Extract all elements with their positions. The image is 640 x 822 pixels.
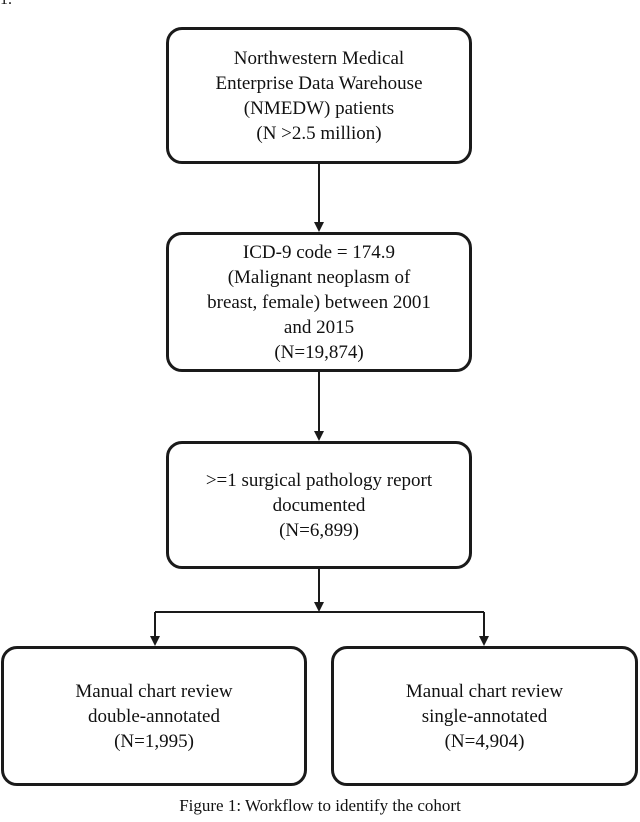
box-pathology-report: >=1 surgical pathology report documented…: [166, 441, 472, 569]
figure-caption: Figure 1: Workflow to identify the cohor…: [179, 796, 461, 815]
box-double-annotated: Manual chart review double-annotated (N=…: [1, 646, 307, 786]
box-line: >=1 surgical pathology report: [205, 469, 433, 491]
box-line: single-annotated: [421, 705, 548, 727]
box-line: double-annotated: [88, 705, 220, 727]
box-line: breast, female) between 2001: [207, 291, 431, 313]
box-line: (N >2.5 million): [256, 122, 382, 144]
box-line: Manual chart review: [405, 680, 564, 702]
box-icd-code-filter: ICD-9 code = 174.9 (Malignant neoplasm o…: [166, 232, 472, 372]
box-nmedw-patients: Northwestern Medical Enterprise Data War…: [166, 27, 472, 164]
box-line: Manual chart review: [75, 680, 233, 702]
box-line: documented: [272, 494, 366, 516]
box-line: Northwestern Medical: [233, 47, 405, 69]
box-line: Enterprise Data Warehouse: [215, 72, 423, 94]
box-single-annotated: Manual chart review single-annotated (N=…: [331, 646, 638, 786]
box-line: ICD-9 code = 174.9: [242, 241, 396, 263]
box-line: (NMEDW) patients: [243, 97, 395, 119]
box-line: (Malignant neoplasm of: [227, 266, 411, 288]
box-line: (N=1,995): [114, 730, 194, 752]
page-fragment-text: 1.: [0, 0, 12, 8]
box-line: (N=6,899): [279, 519, 359, 541]
box-line: and 2015: [283, 316, 355, 338]
box-line: (N=4,904): [444, 730, 525, 752]
box-line: (N=19,874): [274, 341, 364, 363]
